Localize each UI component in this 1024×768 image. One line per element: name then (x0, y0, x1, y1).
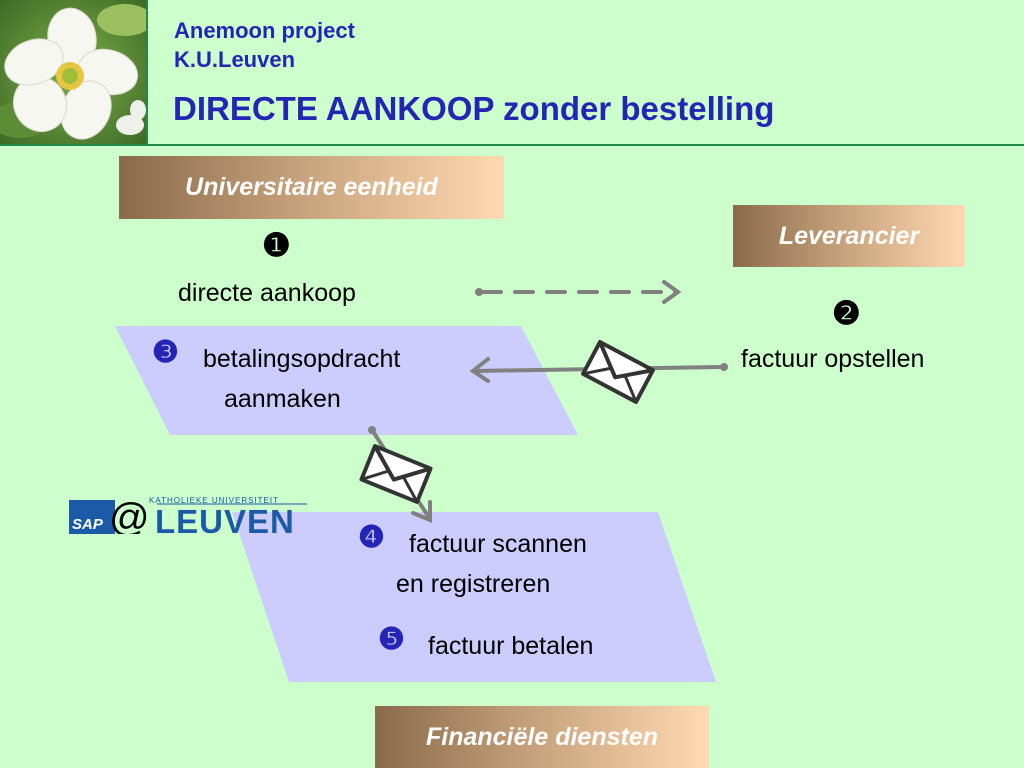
page-title: DIRECTE AANKOOP zonder bestelling (173, 90, 775, 127)
anemone-flower-image (0, 0, 146, 144)
header-divider-vertical (146, 0, 148, 146)
role-finance: Financiële diensten (375, 706, 709, 768)
step-4-text-line-1: factuur scannen (409, 530, 587, 558)
org-line-1: Anemoon project (174, 18, 355, 43)
at-sign: @ (109, 496, 150, 534)
step-2-text: factuur opstellen (741, 345, 925, 373)
arrow-purchase-to-supplier (475, 280, 682, 304)
parallelogram-university (115, 326, 578, 435)
envelope-icon (581, 340, 655, 404)
sap-text: SAP (72, 516, 104, 533)
envelope-icon (359, 444, 433, 504)
step-5-text: factuur betalen (428, 632, 594, 660)
step-4-number: ❹ (358, 521, 385, 554)
parallelogram-finance (232, 512, 716, 682)
role-supplier-label: Leverancier (778, 221, 920, 250)
leuven-text: LEUVEN (155, 503, 295, 534)
step-4-text-line-2: en registreren (396, 570, 551, 598)
step-3-text-line-1: betalingsopdracht (203, 345, 401, 373)
step-2-number: ❷ (832, 295, 861, 331)
org-line-2: K.U.Leuven (174, 47, 296, 72)
role-university: Universitaire eenheid (119, 156, 504, 219)
header-divider (0, 144, 1024, 146)
role-finance-label: Financiële diensten (425, 722, 658, 751)
role-supplier: Leverancier (733, 205, 965, 267)
organization: Anemoon project K.U.Leuven (174, 16, 355, 74)
sap-leuven-logo: SAP @ KATHOLIEKE UNIVERSITEIT LEUVEN (69, 496, 307, 540)
step-1-number: ❶ (262, 227, 291, 263)
step-3-number: ❸ (152, 336, 179, 369)
university-text: KATHOLIEKE UNIVERSITEIT (149, 496, 279, 505)
step-1-text: directe aankoop (178, 279, 356, 307)
step-5-number: ❺ (378, 623, 405, 656)
step-3-text-line-2: aanmaken (224, 385, 341, 413)
role-university-label: Universitaire eenheid (185, 173, 438, 201)
